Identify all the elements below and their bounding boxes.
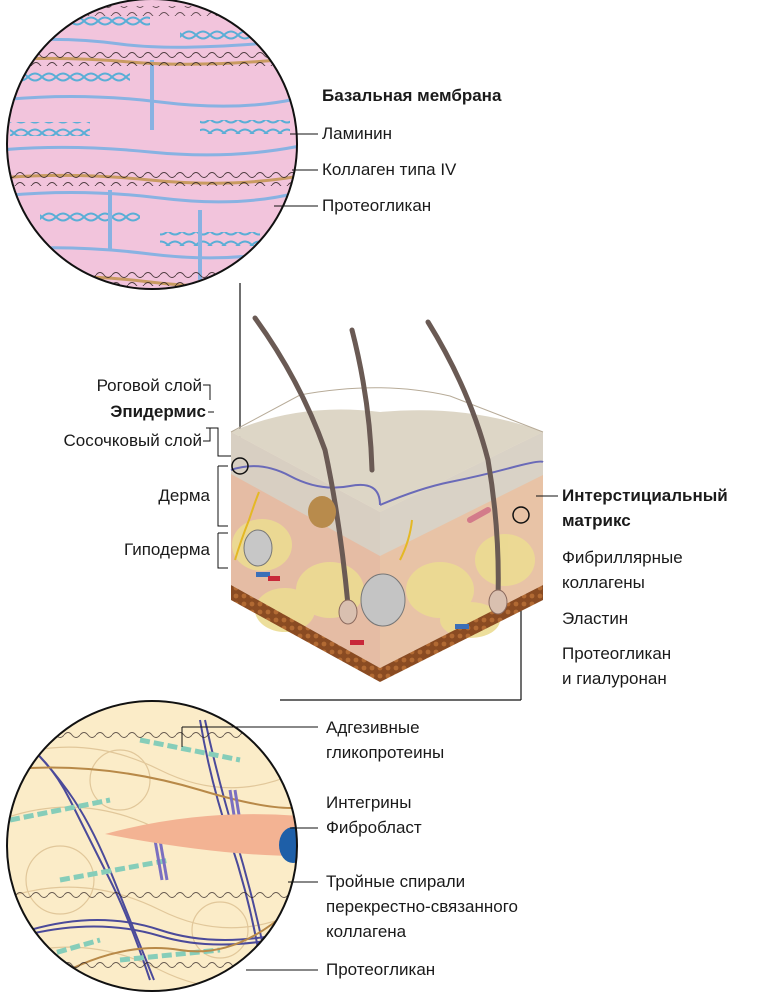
interstitial-matrix-detail — [0, 701, 320, 991]
pg-hyaluronan-1: Протеогликан — [562, 643, 671, 665]
integrins-label: Интегрины — [326, 792, 411, 814]
fibroblast-label: Фибробласт — [326, 817, 422, 839]
triple-helix-2: перекрестно-связанного — [326, 896, 518, 918]
papillary-layer-label: Сосочковый слой — [0, 430, 202, 452]
stratum-corneum-label: Роговой слой — [40, 375, 202, 397]
hypodermis-label: Гиподерма — [40, 539, 210, 561]
triple-helix-1: Тройные спирали — [326, 871, 465, 893]
proteoglycan-label-bottom: Протеогликан — [326, 959, 435, 981]
interstitial-matrix-title-1: Интерстициальный — [562, 485, 728, 507]
pg-hyaluronan-2: и гиалуронан — [562, 668, 667, 690]
dermis-label: Дерма — [40, 485, 210, 507]
proteoglycan-label-top: Протеогликан — [322, 195, 431, 217]
skin-block — [231, 318, 543, 682]
laminin-label: Ламинин — [322, 123, 392, 145]
adhesive-glycoproteins-2: гликопротеины — [326, 742, 444, 764]
interstitial-matrix-title-2: матрикс — [562, 510, 631, 532]
collagen-iv-label: Коллаген типа IV — [322, 159, 456, 181]
fibrillar-collagens-2: коллагены — [562, 572, 645, 594]
elastin-label: Эластин — [562, 608, 628, 630]
adhesive-glycoproteins-1: Адгезивные — [326, 717, 420, 739]
epidermis-label: Эпидермис — [40, 401, 206, 423]
fibrillar-collagens-1: Фибриллярные — [562, 547, 683, 569]
basement-membrane-detail — [0, 0, 300, 289]
basement-membrane-title: Базальная мембрана — [322, 85, 501, 107]
triple-helix-3: коллагена — [326, 921, 406, 943]
